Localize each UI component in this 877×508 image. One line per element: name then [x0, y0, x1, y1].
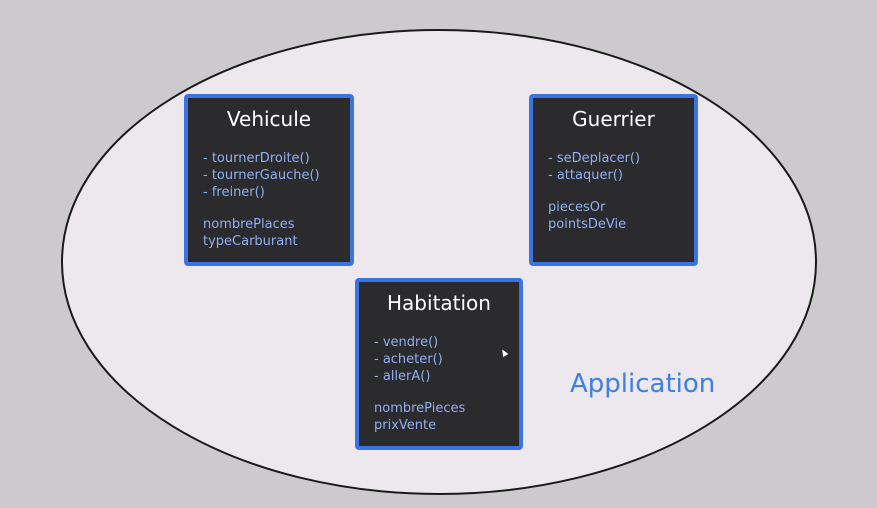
attribute-list-vehicule: nombrePlaces typeCarburant [203, 216, 298, 250]
class-box-habitation: Habitation - vendre() - acheter() - alle… [355, 278, 523, 450]
method-item: - allerA() [374, 369, 431, 384]
method-item: - tournerGauche() [203, 168, 320, 183]
class-title-vehicule: Vehicule [226, 107, 312, 131]
attribute-item: typeCarburant [203, 234, 298, 249]
method-item: - seDeplacer() [548, 151, 641, 166]
method-list-guerrier: - seDeplacer() - attaquer() [548, 150, 640, 184]
method-list-habitation: - vendre() - acheter() - allerA() [374, 334, 443, 385]
application-label: Application [570, 369, 716, 399]
attribute-item: nombrePieces [374, 401, 466, 416]
attribute-item: piecesOr [548, 200, 606, 215]
attribute-list-guerrier: piecesOr pointsDeVie [548, 199, 626, 233]
attribute-item: nombrePlaces [203, 217, 295, 232]
attribute-list-habitation: nombrePieces prixVente [374, 400, 465, 434]
method-item: - acheter() [374, 352, 443, 367]
class-box-guerrier: Guerrier - seDeplacer() - attaquer() pie… [529, 94, 698, 266]
method-item: - tournerDroite() [203, 151, 310, 166]
attribute-item: prixVente [374, 418, 437, 433]
method-item: - vendre() [374, 335, 439, 350]
method-item: - attaquer() [548, 168, 623, 183]
class-title-habitation: Habitation [387, 291, 491, 315]
method-list-vehicule: - tournerDroite() - tournerGauche() - fr… [203, 150, 320, 201]
attribute-item: pointsDeVie [548, 217, 627, 232]
class-title-guerrier: Guerrier [572, 107, 655, 131]
method-item: - freiner() [203, 185, 265, 200]
class-box-vehicule: Vehicule - tournerDroite() - tournerGauc… [184, 94, 354, 266]
